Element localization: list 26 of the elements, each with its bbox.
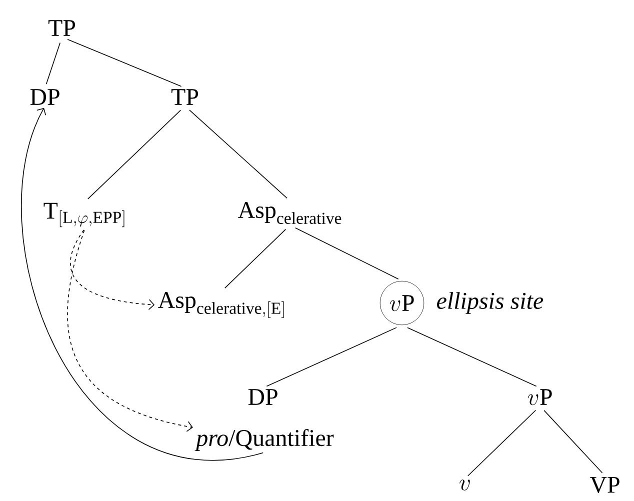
curved-arrow [21, 108, 264, 461]
tree-branch [224, 228, 286, 288]
tree-branch [189, 110, 288, 199]
tree-label: $\mathrm{Asp}_{\mathrm{celerative,[E]}}$ [158, 292, 284, 318]
tree-branch [294, 227, 399, 280]
tree-label: pro/Quantifier [194, 429, 334, 452]
tree-branch [467, 410, 536, 476]
tree-branch [46, 42, 60, 85]
tree-label: $\mathrm{T}_{[\mathrm{L},\varphi,\mathrm{EPP}]}$ [44, 202, 124, 228]
tree-branch [407, 327, 537, 387]
tree-label: DP [248, 389, 278, 405]
tree-label: TP [48, 20, 76, 36]
side-note: ellipsis site [437, 292, 544, 314]
tree-label: $v$ [460, 480, 470, 490]
tree-label: DP [30, 89, 60, 105]
tree-branch [88, 110, 182, 200]
tree-label: $\mathrm{Asp}_{\mathrm{celerative}}$ [238, 202, 342, 224]
tree-label: $v\mathrm{P}$ [528, 389, 552, 406]
tree-branch [266, 327, 397, 387]
tree-label: VP [590, 476, 620, 494]
dashed-arrow [67, 230, 193, 432]
circled-label: $v\mathrm{P}$ [380, 280, 424, 326]
tree-branch [544, 410, 603, 474]
dashed-arrow [70, 230, 155, 310]
tree-label: TP [171, 89, 198, 105]
tree-branch [67, 38, 182, 87]
